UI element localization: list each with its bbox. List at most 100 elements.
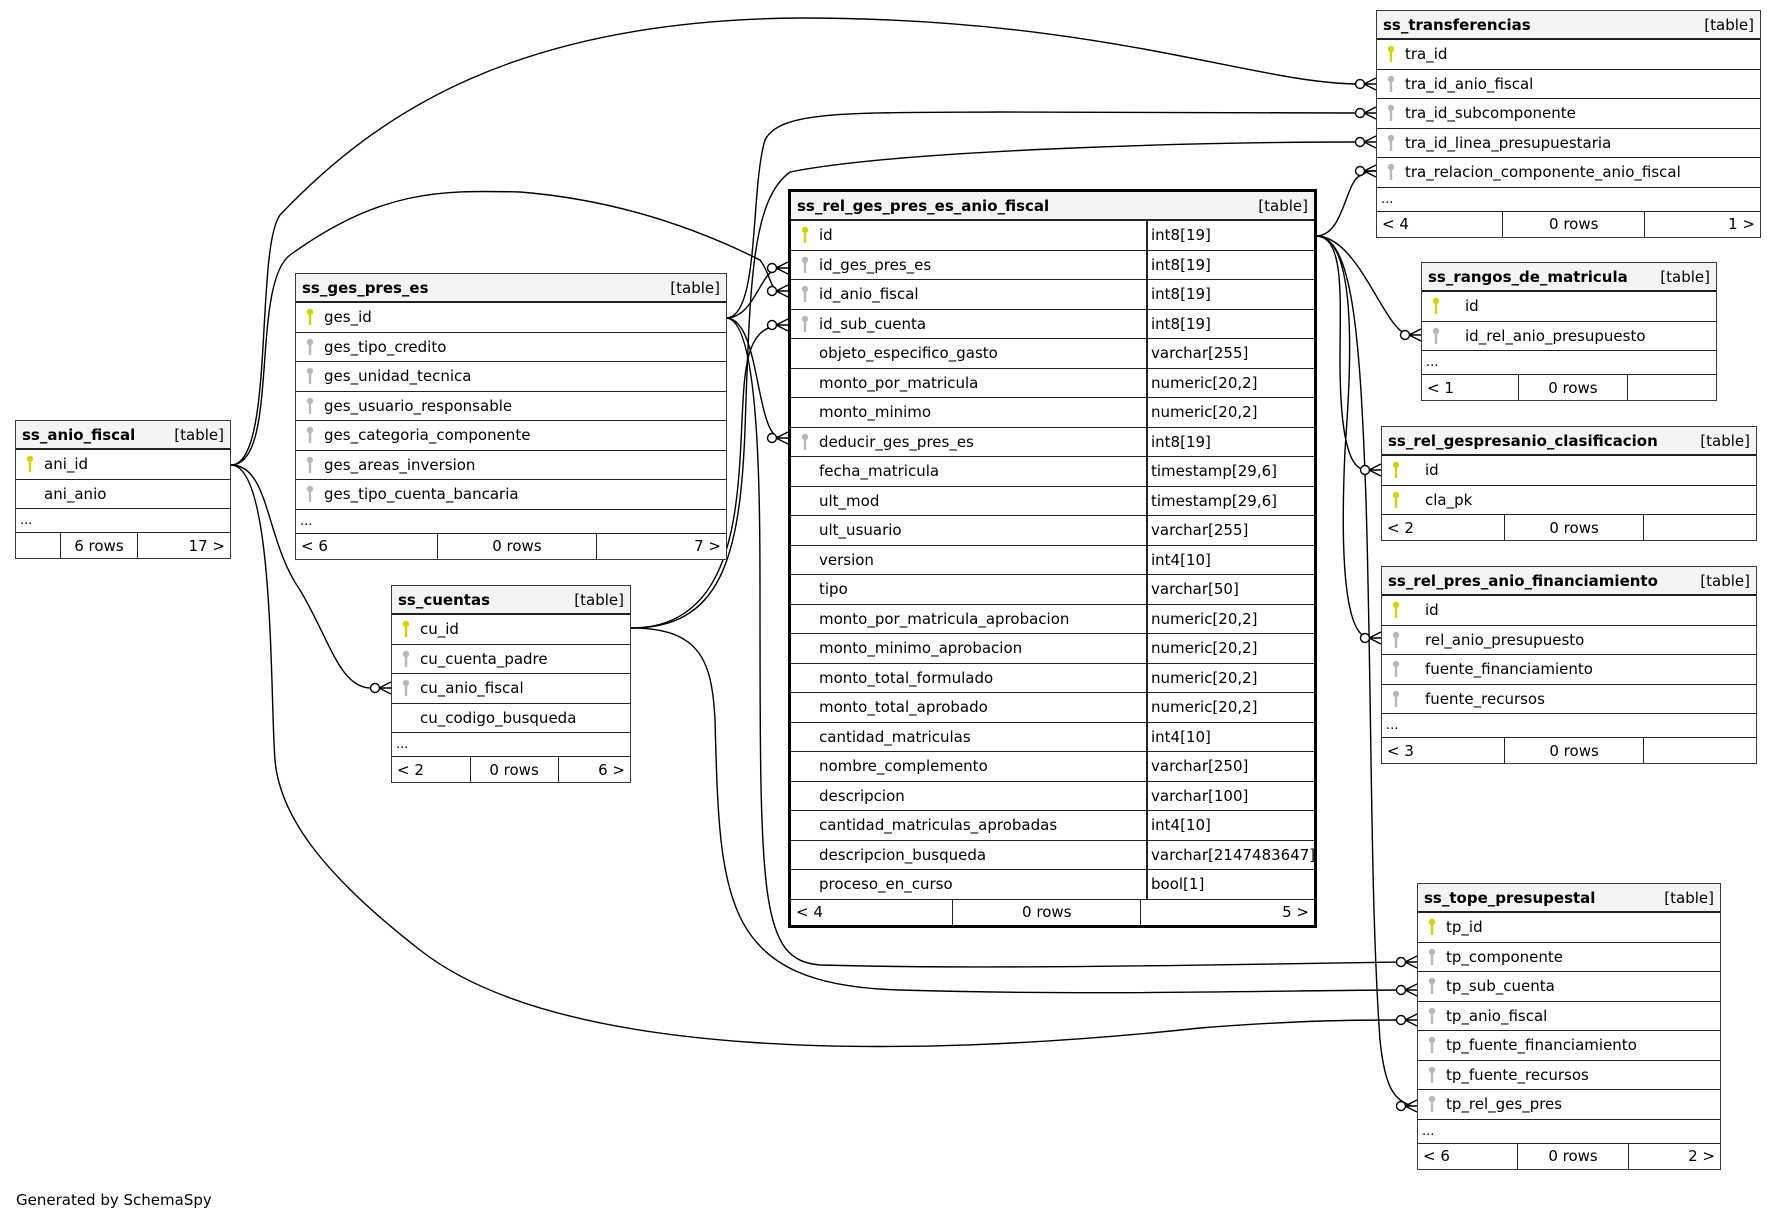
more-columns[interactable]: ... [1422,351,1716,375]
parents-link[interactable]: < 2 [1382,515,1506,540]
column-row[interactable]: tp_rel_ges_pres [1418,1090,1720,1120]
parents-link[interactable]: < 4 [1377,211,1504,237]
column-row[interactable]: tra_relacion_componente_anio_fiscal [1377,158,1760,188]
parents-link[interactable]: < 2 [392,757,471,782]
table-header[interactable]: ss_rel_pres_anio_financiamiento[table] [1382,567,1756,596]
column-row[interactable]: ges_tipo_credito [296,333,726,362]
column-row[interactable]: rel_anio_presupuesto [1382,626,1756,655]
table-header[interactable]: ss_rel_ges_pres_es_anio_fiscal[table] [791,192,1314,221]
column-row[interactable]: cu_anio_fiscal [392,674,630,704]
column-row[interactable]: tp_fuente_recursos [1418,1061,1720,1090]
column-row[interactable]: ges_areas_inversion [296,451,726,480]
table-header[interactable]: ss_rangos_de_matricula[table] [1422,263,1716,292]
children-link[interactable]: 5 > [1282,903,1309,921]
children-link[interactable]: 17 > [188,536,225,555]
children-link[interactable] [1644,738,1756,763]
parents-link[interactable]: < 1 [1422,375,1520,400]
table-ss-rel-pres-anio-financiamiento[interactable]: ss_rel_pres_anio_financiamiento[table]id… [1381,566,1757,764]
parents-link[interactable]: < 4 [791,899,954,925]
column-row[interactable]: tra_id_anio_fiscal [1377,70,1760,99]
column-row[interactable]: id [1422,292,1716,322]
children-link[interactable]: 2 > [1688,1147,1715,1165]
column-row[interactable]: cu_id [392,615,630,645]
crows-foot-marker [1363,135,1377,149]
more-columns[interactable]: ... [1418,1120,1720,1144]
column-row[interactable]: fuente_financiamiento [1382,655,1756,685]
more-columns[interactable]: ... [1382,714,1756,738]
column-row[interactable]: ges_unidad_tecnica [296,362,726,392]
column-row[interactable]: cu_cuenta_padre [392,645,630,674]
column-row[interactable]: ani_anio [16,480,230,509]
column-row[interactable]: tp_componente [1418,943,1720,972]
children-link[interactable]: 6 > [598,760,625,779]
column-row[interactable]: ges_tipo_cuenta_bancaria [296,480,726,510]
table-header[interactable]: ss_transferencias[table] [1377,11,1760,40]
children-link[interactable] [1644,515,1756,540]
table-header[interactable]: ss_tope_presupestal[table] [1418,884,1720,913]
parents-link[interactable]: < 6 [296,533,438,559]
table-header[interactable]: ss_cuentas[table] [392,586,630,615]
more-columns[interactable]: ... [16,509,230,533]
column-row[interactable]: tp_anio_fiscal [1418,1002,1720,1031]
children-link[interactable] [1628,375,1716,400]
column-row[interactable]: id_rel_anio_presupuesto [1422,322,1716,351]
column-row[interactable]: ges_usuario_responsable [296,392,726,421]
column-row[interactable]: id [1382,456,1756,486]
column-row[interactable]: tp_id [1418,913,1720,943]
column-row[interactable]: tp_sub_cuenta [1418,972,1720,1002]
column-row[interactable]: cla_pk [1382,486,1756,515]
children-link[interactable]: 7 > [694,537,721,555]
column-row[interactable]: tp_fuente_financiamiento [1418,1031,1720,1061]
column-row[interactable]: cu_codigo_busqueda [392,704,630,733]
parents-link[interactable]: < 6 [1418,1143,1518,1169]
column-row[interactable]: ges_categoria_componente [296,421,726,451]
column-row[interactable]: tra_id [1377,40,1760,70]
parents-link[interactable] [16,533,61,558]
children-link[interactable]: 1 > [1728,215,1755,233]
table-header[interactable]: ss_ges_pres_es[table] [296,274,726,303]
column-row[interactable]: ges_id [296,303,726,333]
parents-link[interactable]: < 3 [1382,738,1506,763]
table-ss-rel-gespresanio-clasificacion[interactable]: ss_rel_gespresanio_clasificacion[table]i… [1381,426,1757,541]
table-header[interactable]: ss_anio_fiscal[table] [16,421,230,450]
column-row[interactable]: id [1382,596,1756,626]
column-row[interactable]: tra_id_subcomponente [1377,99,1760,129]
column-row[interactable]: ani_id [16,450,230,480]
more-columns[interactable]: ... [296,510,726,534]
table-header[interactable]: ss_rel_gespresanio_clasificacion[table] [1382,427,1756,456]
more-columns[interactable]: ... [1377,188,1760,212]
column-row[interactable]: fuente_recursos [1382,685,1756,714]
more-columns[interactable]: ... [392,733,630,757]
column-row[interactable]: tra_id_linea_presupuestaria [1377,129,1760,158]
